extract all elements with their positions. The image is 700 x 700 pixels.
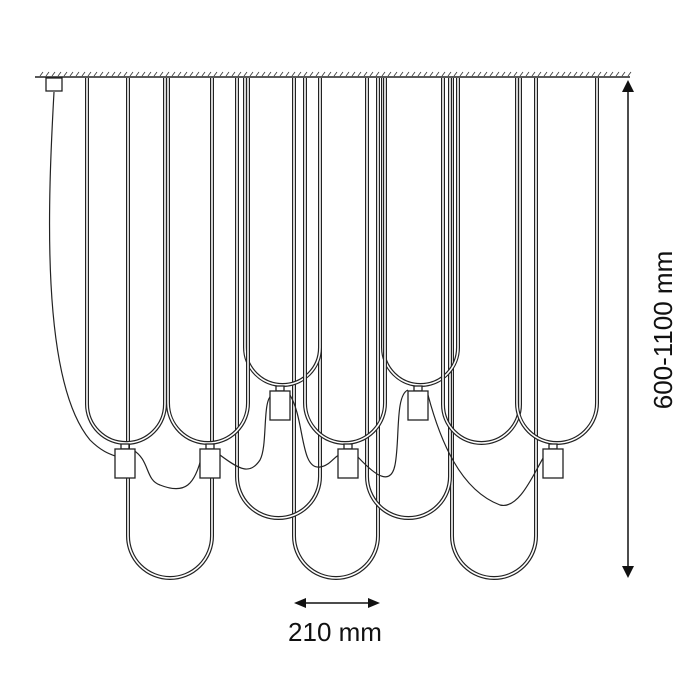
- tube-loop: [243, 78, 322, 387]
- power-cables: [48, 91, 546, 506]
- tube-loop: [127, 78, 213, 579]
- tube-loop: [441, 78, 522, 445]
- tube-loop: [451, 78, 537, 579]
- tube-loop: [244, 78, 321, 386]
- tube-loop: [236, 78, 321, 519]
- pendant-lamps: [45, 77, 564, 479]
- pendant-lamp: [542, 443, 564, 479]
- width-dimension: 210 mm: [288, 598, 382, 647]
- tube-loop: [381, 78, 460, 387]
- ceiling-canopy: [45, 77, 63, 92]
- tube-loop: [515, 78, 599, 445]
- pendant-lamp: [199, 443, 221, 479]
- tube-loop: [516, 78, 598, 444]
- pendant-lamp: [337, 443, 359, 479]
- tube-loop: [382, 78, 459, 386]
- pendant-lamp: [114, 443, 136, 479]
- tube-loop: [303, 78, 387, 445]
- height-dimension: 600-1100 mm: [622, 80, 678, 578]
- tube-loop: [293, 78, 379, 579]
- pendant-lamp: [269, 385, 291, 421]
- tube-loop: [304, 78, 386, 444]
- tube-loops: [85, 78, 599, 580]
- width-label: 210 mm: [288, 617, 382, 647]
- tube-loop: [167, 78, 249, 444]
- height-label: 600-1100 mm: [648, 251, 678, 410]
- pendant-lamp: [407, 385, 429, 421]
- ceiling: [35, 71, 632, 78]
- tube-loop: [366, 78, 451, 519]
- tube-loop: [442, 78, 521, 444]
- tube-loop: [86, 78, 166, 444]
